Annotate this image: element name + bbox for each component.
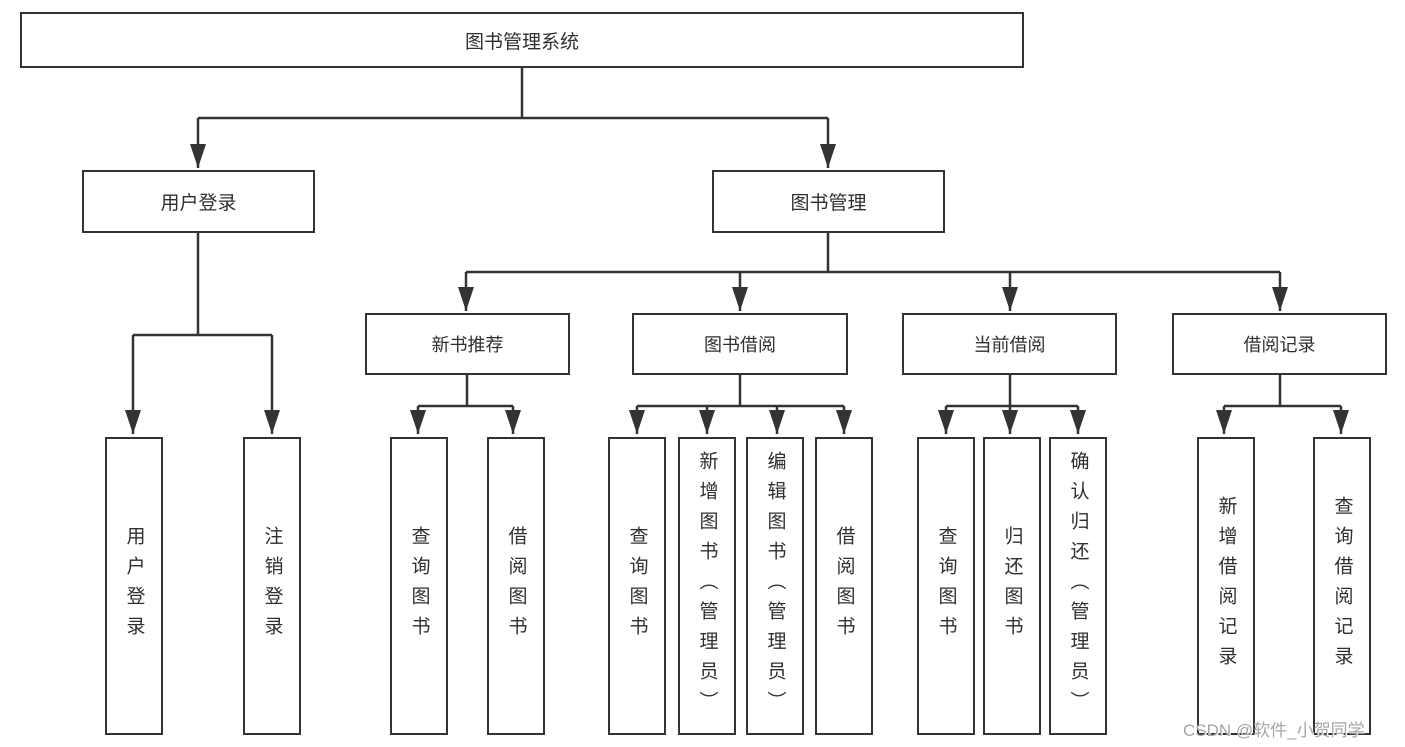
leaf-label: 归还图书 — [1001, 526, 1023, 646]
leaf-label: 用户登录 — [123, 526, 145, 646]
leaf-confirm-return-admin: 确认归还（管理员） — [1049, 437, 1107, 735]
leaf-borrow-books: 借阅图书 — [815, 437, 873, 735]
leaf-label: 新增图书（管理员） — [696, 451, 718, 721]
leaf-logout: 注销登录 — [243, 437, 301, 735]
leaf-edit-books-admin: 编辑图书（管理员） — [746, 437, 804, 735]
leaf-label: 借阅图书 — [833, 526, 855, 646]
root-node-library-system: 图书管理系统 — [20, 12, 1024, 68]
node-book-borrow: 图书借阅 — [632, 313, 848, 375]
node-new-book-recommend: 新书推荐 — [365, 313, 570, 375]
leaf-label: 注销登录 — [261, 526, 283, 646]
leaf-query-borrow-record: 查询借阅记录 — [1313, 437, 1371, 735]
leaf-query-books-current: 查询图书 — [917, 437, 975, 735]
leaf-label: 确认归还（管理员） — [1067, 451, 1089, 721]
node-borrow-records: 借阅记录 — [1172, 313, 1387, 375]
leaf-query-books-recommend: 查询图书 — [390, 437, 448, 735]
node-user-login: 用户登录 — [82, 170, 315, 233]
node-current-borrow: 当前借阅 — [902, 313, 1117, 375]
csdn-watermark: CSDN @软件_小贺同学 — [1183, 721, 1365, 740]
leaf-label: 借阅图书 — [505, 526, 527, 646]
leaf-add-borrow-record: 新增借阅记录 — [1197, 437, 1255, 735]
leaf-query-books-borrow: 查询图书 — [608, 437, 666, 735]
leaf-borrow-books-recommend: 借阅图书 — [487, 437, 545, 735]
leaf-user-login: 用户登录 — [105, 437, 163, 735]
leaf-label: 编辑图书（管理员） — [764, 451, 786, 721]
leaf-return-books: 归还图书 — [983, 437, 1041, 735]
leaf-label: 查询借阅记录 — [1331, 496, 1353, 676]
leaf-label: 查询图书 — [935, 526, 957, 646]
leaf-label: 查询图书 — [408, 526, 430, 646]
leaf-label: 新增借阅记录 — [1215, 496, 1237, 676]
leaf-add-books-admin: 新增图书（管理员） — [678, 437, 736, 735]
node-book-management: 图书管理 — [712, 170, 945, 233]
leaf-label: 查询图书 — [626, 526, 648, 646]
